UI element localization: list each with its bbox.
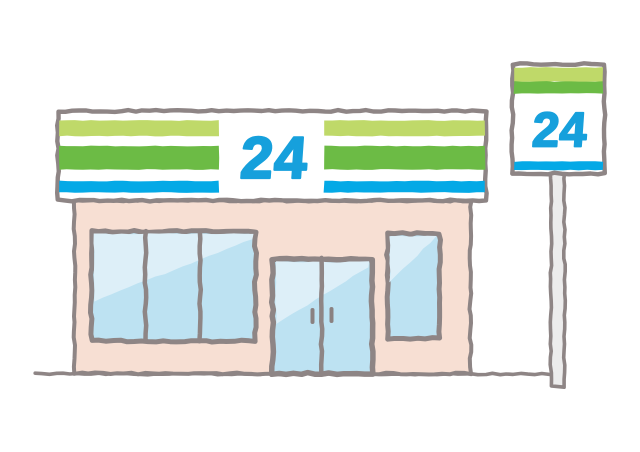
svg-text:24: 24 <box>238 125 310 191</box>
svg-text:24: 24 <box>530 104 589 158</box>
